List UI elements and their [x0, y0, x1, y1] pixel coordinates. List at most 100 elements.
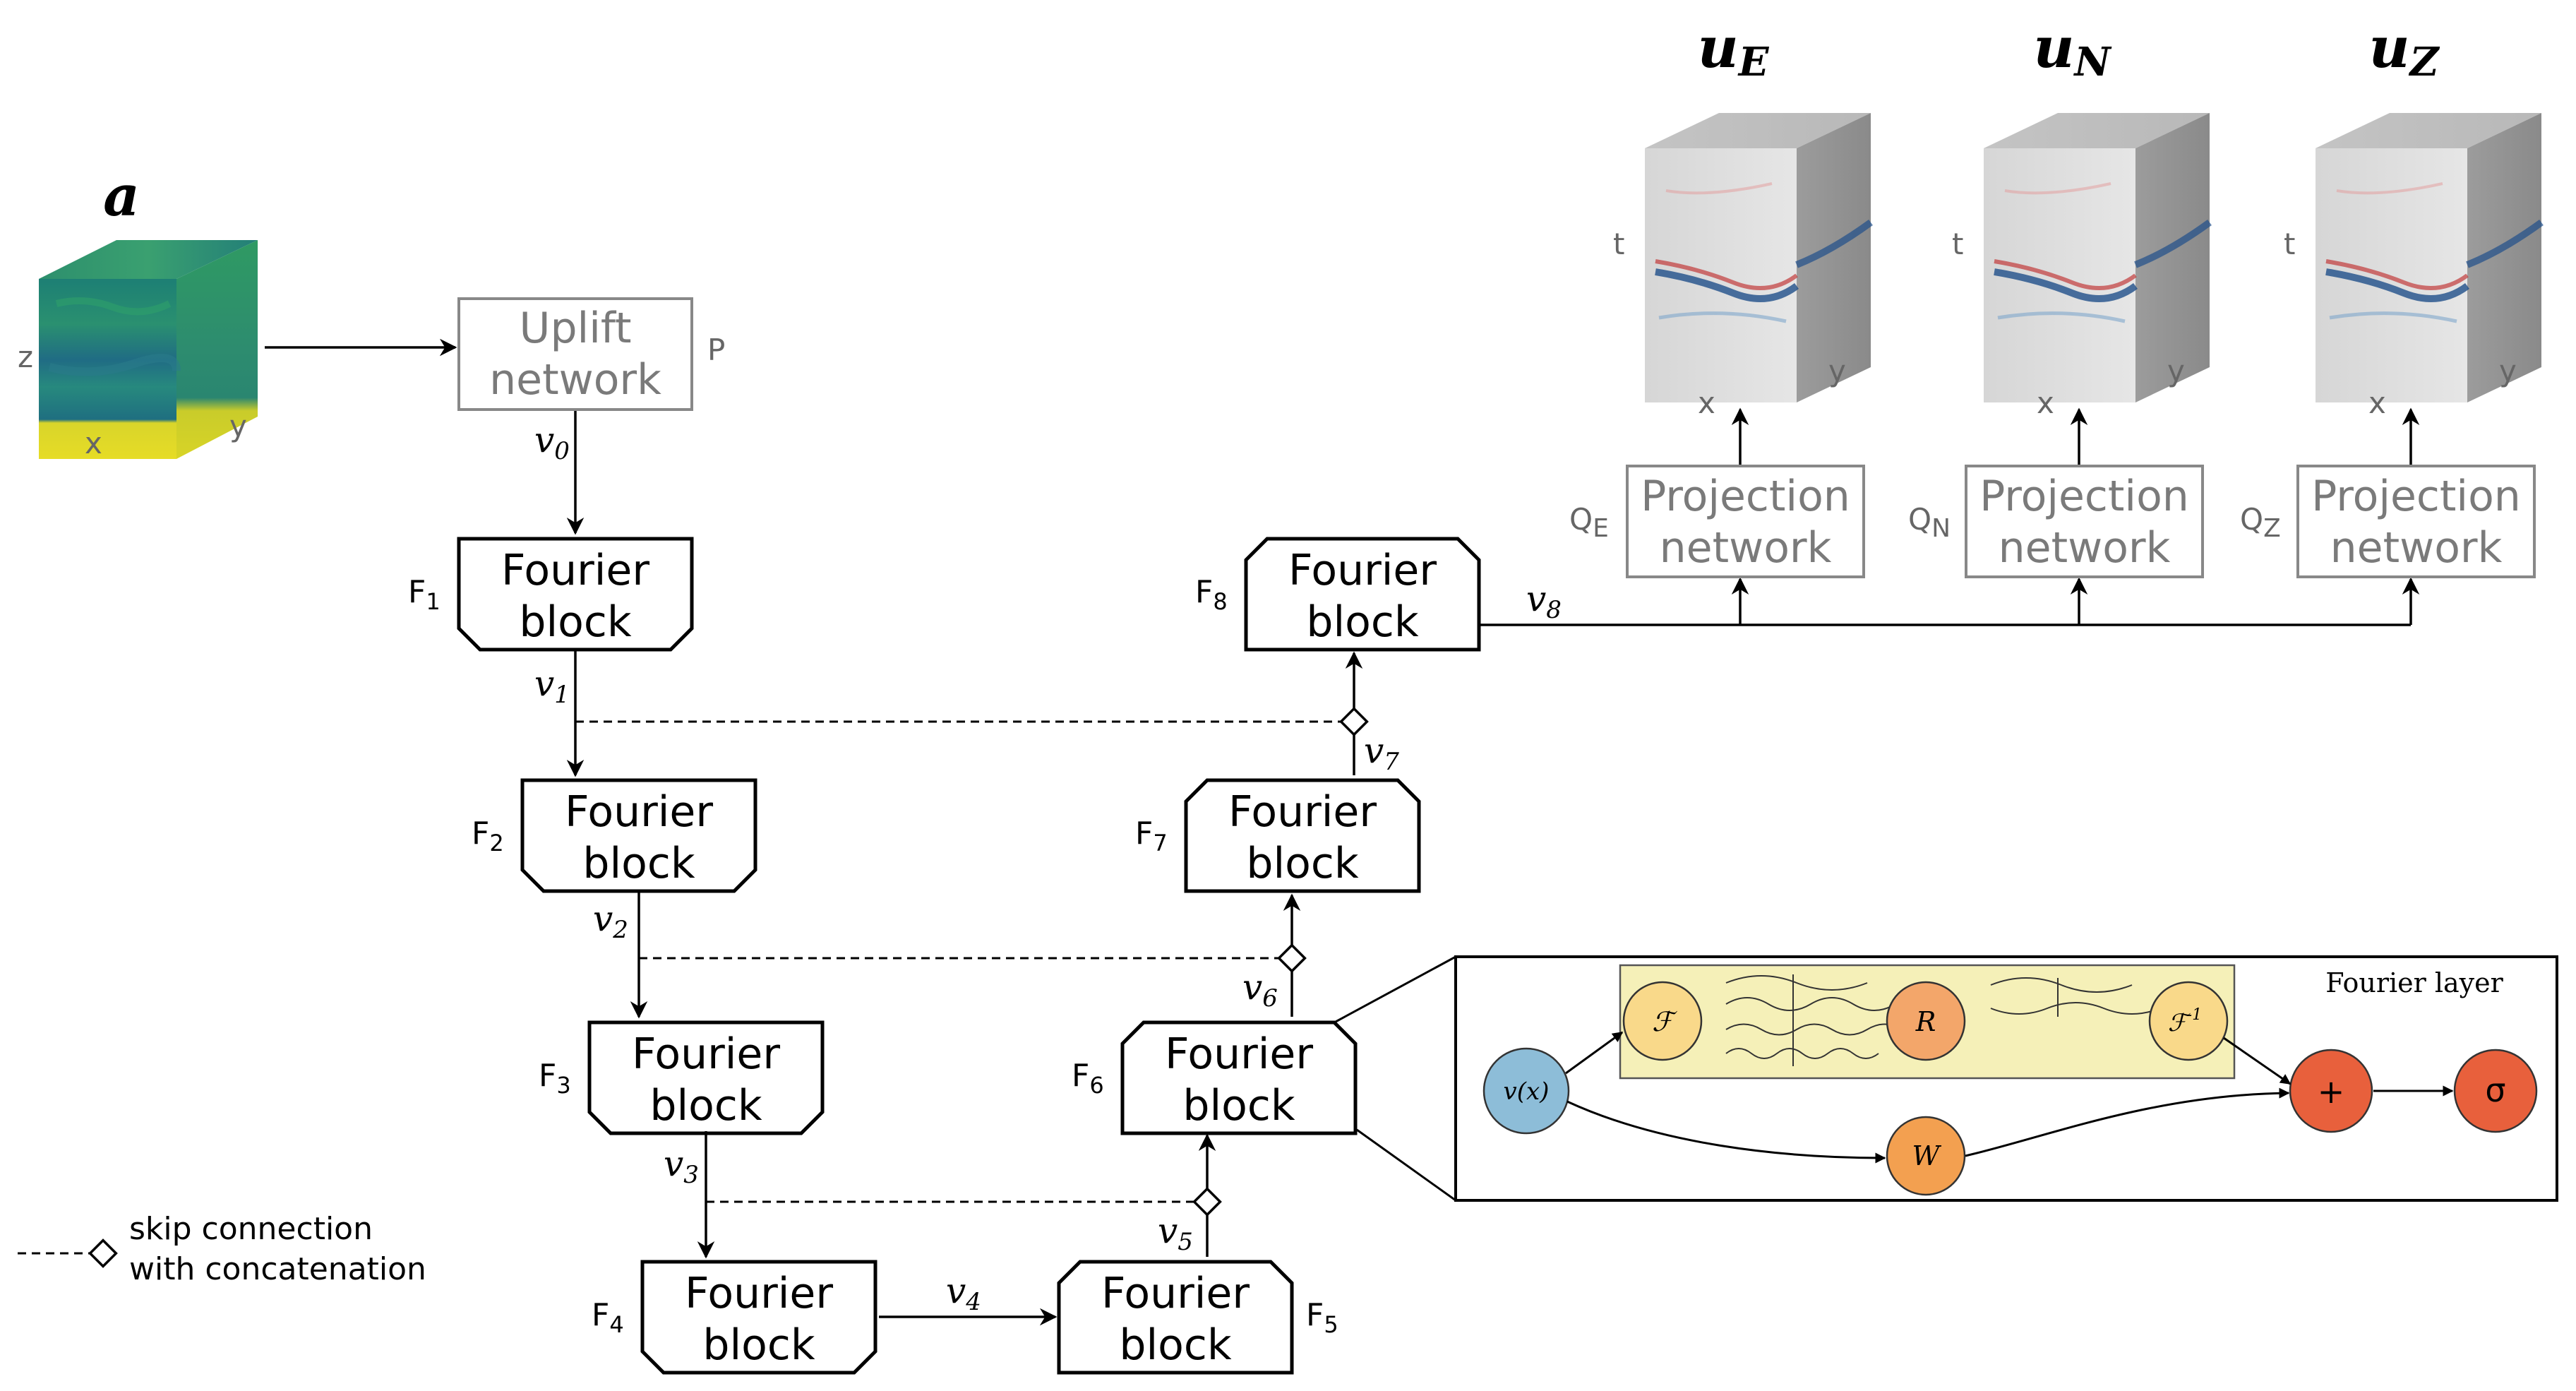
fourier-block-7-label: F7: [1135, 816, 1168, 856]
projection-box-e: [1626, 465, 1865, 578]
output-title-e: uE: [1698, 14, 1770, 85]
legend-diamond: [88, 1238, 118, 1268]
zoom-line-bottom: [1356, 1128, 1456, 1202]
uplift-line1: Uplift: [520, 304, 632, 353]
fourier-block-4-line2: block: [702, 1320, 815, 1370]
output-cube-z: [2316, 113, 2544, 402]
projection-box-n: [1965, 465, 2204, 578]
fourier-block-2-line1: Fourier: [565, 787, 713, 837]
node-sum: [2289, 1049, 2373, 1133]
fourier-block-1: [457, 537, 694, 652]
uplift-label: P: [707, 333, 725, 367]
projection-label-e: QE: [1569, 502, 1609, 543]
fourier-block-4: [640, 1260, 877, 1375]
fourier-block-6: [1120, 1020, 1358, 1135]
fourier-block-8-line2: block: [1306, 597, 1418, 647]
fourier-block-1-label: F1: [408, 574, 441, 615]
uplift-line2: network: [489, 355, 661, 405]
input-cube: [39, 240, 258, 459]
fourier-block-5: [1057, 1260, 1294, 1375]
fourier-layer-panel: [1454, 955, 2558, 1202]
output-axis-y: y: [2167, 354, 2185, 388]
uplift-output-label: v0: [534, 419, 570, 465]
output-axis-x: x: [2037, 386, 2054, 420]
edge-label-v6: v6: [1242, 967, 1278, 1013]
fourier-block-7-line2: block: [1246, 839, 1358, 888]
fourier-block-6-line1: Fourier: [1165, 1029, 1313, 1079]
node-sigma: [2453, 1049, 2538, 1133]
fourier-block-8: [1244, 537, 1481, 652]
skip-diamond-7: [1339, 707, 1369, 736]
fourier-block-4-label: F4: [592, 1297, 624, 1338]
fourier-block-8-line1: Fourier: [1288, 546, 1437, 595]
output-cube-n: [1984, 113, 2212, 402]
projection-line1: Projection: [2311, 472, 2521, 521]
projection-line1: Projection: [1979, 472, 2189, 521]
fourier-block-7: [1184, 778, 1421, 893]
output-title-n: uN: [2033, 14, 2111, 85]
fourier-block-3-line1: Fourier: [632, 1029, 780, 1079]
fourier-block-3-line2: block: [649, 1081, 762, 1130]
legend-line2: with concatenation: [129, 1251, 426, 1287]
output-axis-t: t: [2284, 227, 2295, 261]
output-title-z: uZ: [2368, 14, 2440, 85]
projection-box-z: [2296, 465, 2536, 578]
input-axis-x: x: [85, 426, 102, 460]
input-axis-z: z: [18, 340, 33, 374]
node-sigma-label: σ: [2485, 1071, 2505, 1109]
edge-label-v3: v3: [664, 1143, 699, 1189]
skip-diamond-5: [1192, 1187, 1222, 1217]
zoom-line-top: [1335, 955, 1456, 1023]
fourier-block-5-label: F5: [1306, 1297, 1338, 1338]
edge-label-v5: v5: [1158, 1210, 1193, 1256]
uplift-network-box: [457, 297, 693, 411]
edge-label-v2: v2: [593, 898, 628, 944]
projection-line1: Projection: [1641, 472, 1850, 521]
node-r-label: R: [1915, 1006, 1936, 1037]
input-title: a: [103, 162, 140, 229]
output-axis-t: t: [1613, 227, 1624, 261]
projection-line2: network: [1660, 523, 1832, 573]
fourier-block-6-line2: block: [1182, 1081, 1295, 1130]
node-r: [1886, 981, 1966, 1061]
fourier-block-5-line1: Fourier: [1101, 1269, 1250, 1318]
node-fft: [1622, 981, 1703, 1061]
node-input-vx-label: v(x): [1504, 1077, 1550, 1106]
node-sum-label: +: [2318, 1073, 2345, 1111]
output-axis-y: y: [2499, 354, 2517, 388]
output-axis-x: x: [1698, 386, 1715, 420]
fourier-block-8-label: F8: [1195, 574, 1228, 615]
projection-label-z: QZ: [2240, 502, 2281, 543]
output-axis-y: y: [1828, 354, 1846, 388]
arrow-vx-to-fft: [1565, 1031, 1624, 1075]
input-axis-y: y: [229, 409, 247, 443]
projection-line2: network: [2330, 523, 2503, 573]
fourier-block-1-line2: block: [519, 597, 631, 647]
arrow-vx-to-w: [1566, 1100, 1886, 1164]
edge-label-v8: v8: [1526, 578, 1562, 624]
skip-diamond-6: [1277, 943, 1307, 973]
edge-label-v1: v1: [534, 663, 570, 709]
arrow-ifft-to-sum: [2223, 1037, 2292, 1085]
node-input-vx: [1482, 1047, 1570, 1135]
edge-label-v7: v7: [1364, 730, 1399, 776]
edge-label-v4: v4: [946, 1270, 981, 1316]
node-ifft: [2148, 981, 2229, 1061]
legend-line1: skip connection: [129, 1211, 373, 1247]
fourier-block-1-line1: Fourier: [501, 546, 649, 595]
fourier-block-6-label: F6: [1072, 1058, 1104, 1099]
output-cube-e: [1645, 113, 1873, 402]
node-w: [1886, 1116, 1966, 1196]
fourier-block-3-label: F3: [539, 1058, 571, 1099]
fourier-block-4-line1: Fourier: [685, 1269, 833, 1318]
fourier-layer-title: Fourier layer: [2325, 967, 2503, 998]
output-axis-t: t: [1952, 227, 1963, 261]
fourier-block-5-line2: block: [1119, 1320, 1231, 1370]
fourier-block-2-label: F2: [472, 816, 504, 856]
fourier-block-2-line2: block: [582, 839, 695, 888]
arrow-w-to-sum: [1965, 1087, 2290, 1157]
fourier-block-3: [587, 1020, 825, 1135]
projection-line2: network: [1999, 523, 2171, 573]
fourier-block-7-line1: Fourier: [1228, 787, 1377, 837]
